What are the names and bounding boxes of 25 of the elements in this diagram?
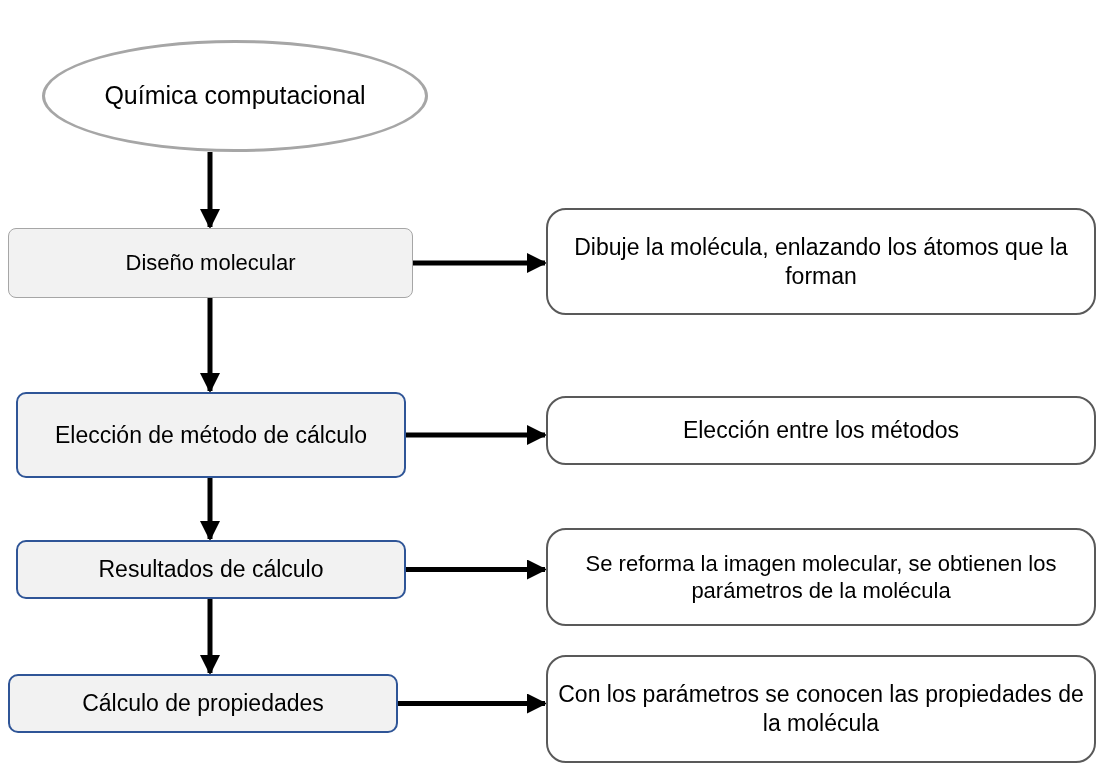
node-label: Con los parámetros se conocen las propiedades de la molécula (558, 680, 1084, 738)
arrow (200, 599, 220, 675)
process-box (8, 674, 398, 733)
description-box (546, 396, 1096, 465)
node-label: Elección de método de cálculo (55, 420, 367, 450)
arrow (398, 693, 547, 714)
process-box (16, 540, 406, 599)
node-label: Diseño molecular (125, 249, 296, 277)
node-label: Cálculo de propiedades (82, 689, 324, 718)
node-label: Química computacional (104, 80, 366, 112)
process-box (8, 228, 413, 298)
arrow (200, 152, 220, 229)
node-label: Resultados de cálculo (98, 555, 324, 584)
description-box (546, 208, 1096, 315)
description-box (546, 655, 1096, 763)
node-label: Elección entre los métodos (682, 416, 960, 445)
process-box (16, 392, 406, 478)
node-label: Dibuje la molécula, enlazando los átomos que la forman (573, 232, 1069, 291)
arrow (200, 478, 220, 541)
arrow (200, 298, 220, 393)
node-label: Se reforma la imagen molecular, se obtienen los parámetros de la molécula (584, 549, 1058, 605)
arrow (406, 559, 547, 580)
arrow (413, 253, 547, 273)
arrow (406, 425, 547, 445)
description-box (546, 528, 1096, 626)
